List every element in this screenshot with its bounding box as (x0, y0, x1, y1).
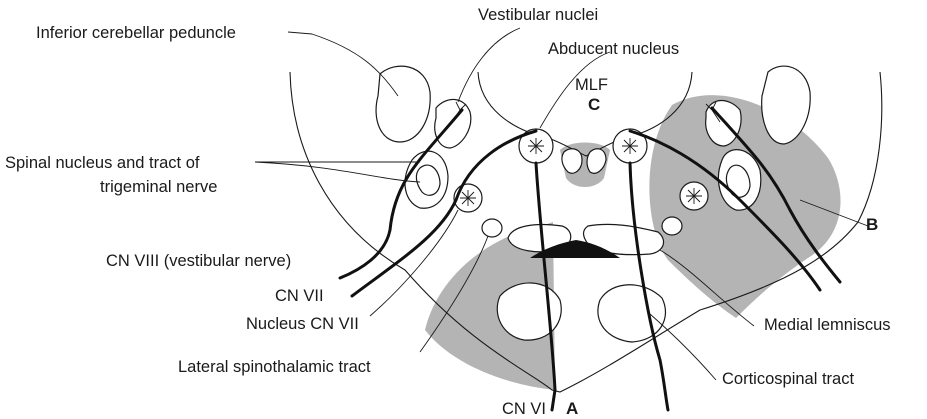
label-spinal-nucleus-line2: trigeminal nerve (100, 178, 217, 196)
label-spinal-nucleus-line1: Spinal nucleus and tract of (5, 154, 200, 172)
facial-symbol-left (460, 190, 476, 206)
abducent-symbol-right (622, 138, 638, 154)
label-medial-lemniscus: Medial lemniscus (764, 316, 891, 334)
label-inferior-cerebellar-peduncle: Inferior cerebellar peduncle (36, 24, 236, 42)
corticospinal-tract-right (598, 285, 666, 342)
label-c: C (588, 95, 600, 114)
label-a: A (566, 399, 578, 418)
label-cn-vi: CN VI (502, 400, 546, 418)
label-cn-viii: CN VIII (vestibular nerve) (106, 252, 291, 270)
label-vestibular-nuclei: Vestibular nuclei (478, 6, 598, 24)
label-abducent-nucleus: Abducent nucleus (548, 40, 679, 58)
lateral-spinothalamic-left (482, 219, 502, 237)
label-b: B (866, 215, 878, 234)
leader-vestibular (458, 28, 520, 102)
abducent-symbol-left (528, 138, 544, 154)
label-nucleus-cn-vii: Nucleus CN VII (246, 315, 359, 333)
label-cn-vii: CN VII (275, 287, 324, 305)
inferior-cerebellar-peduncle-left (376, 66, 430, 142)
vestibular-nucleus-left (435, 99, 471, 148)
lateral-spinothalamic-right (662, 217, 682, 235)
label-mlf: MLF (575, 76, 608, 94)
leader-spinal-trigeminal-2 (255, 162, 420, 182)
label-corticospinal: Corticospinal tract (722, 370, 854, 388)
facial-symbol-right (686, 188, 702, 204)
label-lateral-spinothalamic: Lateral spinothalamic tract (178, 358, 371, 376)
